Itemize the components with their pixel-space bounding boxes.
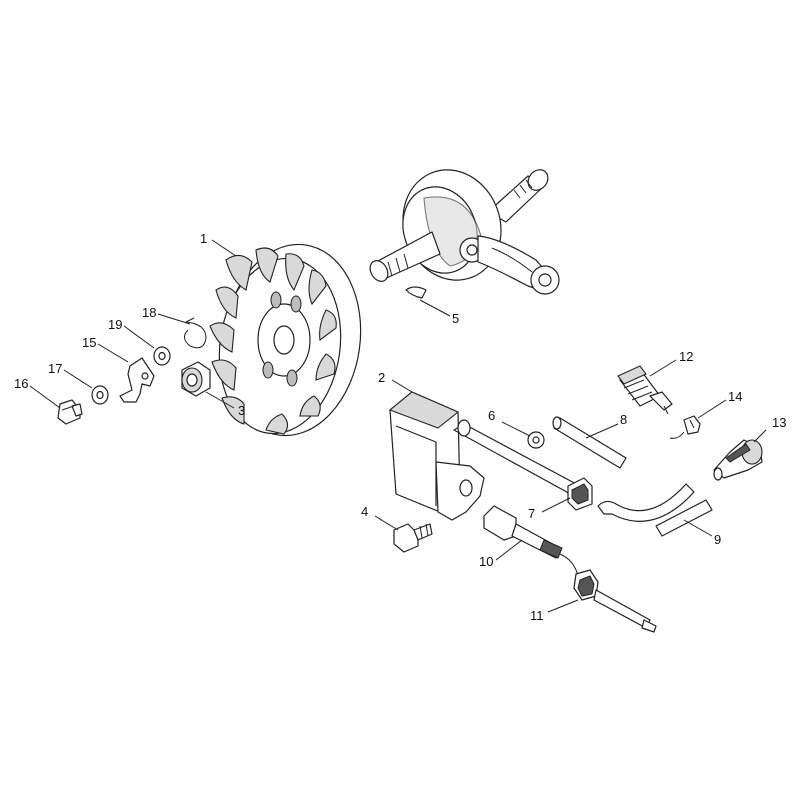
callout-9: 9 xyxy=(714,532,721,547)
washer-6 xyxy=(527,431,545,449)
callout-1: 1 xyxy=(200,231,207,246)
pawl-bracket xyxy=(119,357,155,403)
washer-19 xyxy=(153,346,171,366)
callout-6: 6 xyxy=(488,408,495,423)
callout-16: 16 xyxy=(14,376,28,391)
callout-13: 13 xyxy=(772,415,786,430)
callout-2: 2 xyxy=(378,370,385,385)
ht-cable xyxy=(597,483,713,537)
terminal-clip xyxy=(669,415,701,439)
callout-4: 4 xyxy=(361,504,368,519)
callout-10: 10 xyxy=(479,554,493,569)
callout-5: 5 xyxy=(452,311,459,326)
callout-3: 3 xyxy=(238,403,245,418)
spring xyxy=(184,317,207,349)
coil-bolt xyxy=(393,523,433,553)
plug-boot xyxy=(713,439,763,481)
grommet xyxy=(567,477,593,511)
flywheel xyxy=(209,243,362,437)
callout-17: 17 xyxy=(48,361,62,376)
crankshaft xyxy=(369,169,560,295)
flywheel-nut xyxy=(181,361,211,397)
lead-wire xyxy=(483,505,579,577)
callout-14: 14 xyxy=(728,389,742,404)
woodruff-key xyxy=(405,286,427,299)
screw-16 xyxy=(57,399,83,425)
washer-17 xyxy=(91,385,109,405)
callout-19: 19 xyxy=(108,317,122,332)
spark-plug xyxy=(617,365,673,415)
callouts: 1 2 3 4 5 6 7 8 9 10 11 12 13 14 15 16 1… xyxy=(14,231,786,623)
stop-switch-lead xyxy=(573,569,657,633)
callout-11: 11 xyxy=(530,608,544,623)
tube-8 xyxy=(552,416,627,469)
leader-lines xyxy=(29,239,767,613)
callout-8: 8 xyxy=(620,412,627,427)
callout-18: 18 xyxy=(142,305,156,320)
callout-15: 15 xyxy=(82,335,96,350)
callout-7: 7 xyxy=(528,506,535,521)
callout-12: 12 xyxy=(679,349,693,364)
ignition-coil xyxy=(388,391,581,521)
